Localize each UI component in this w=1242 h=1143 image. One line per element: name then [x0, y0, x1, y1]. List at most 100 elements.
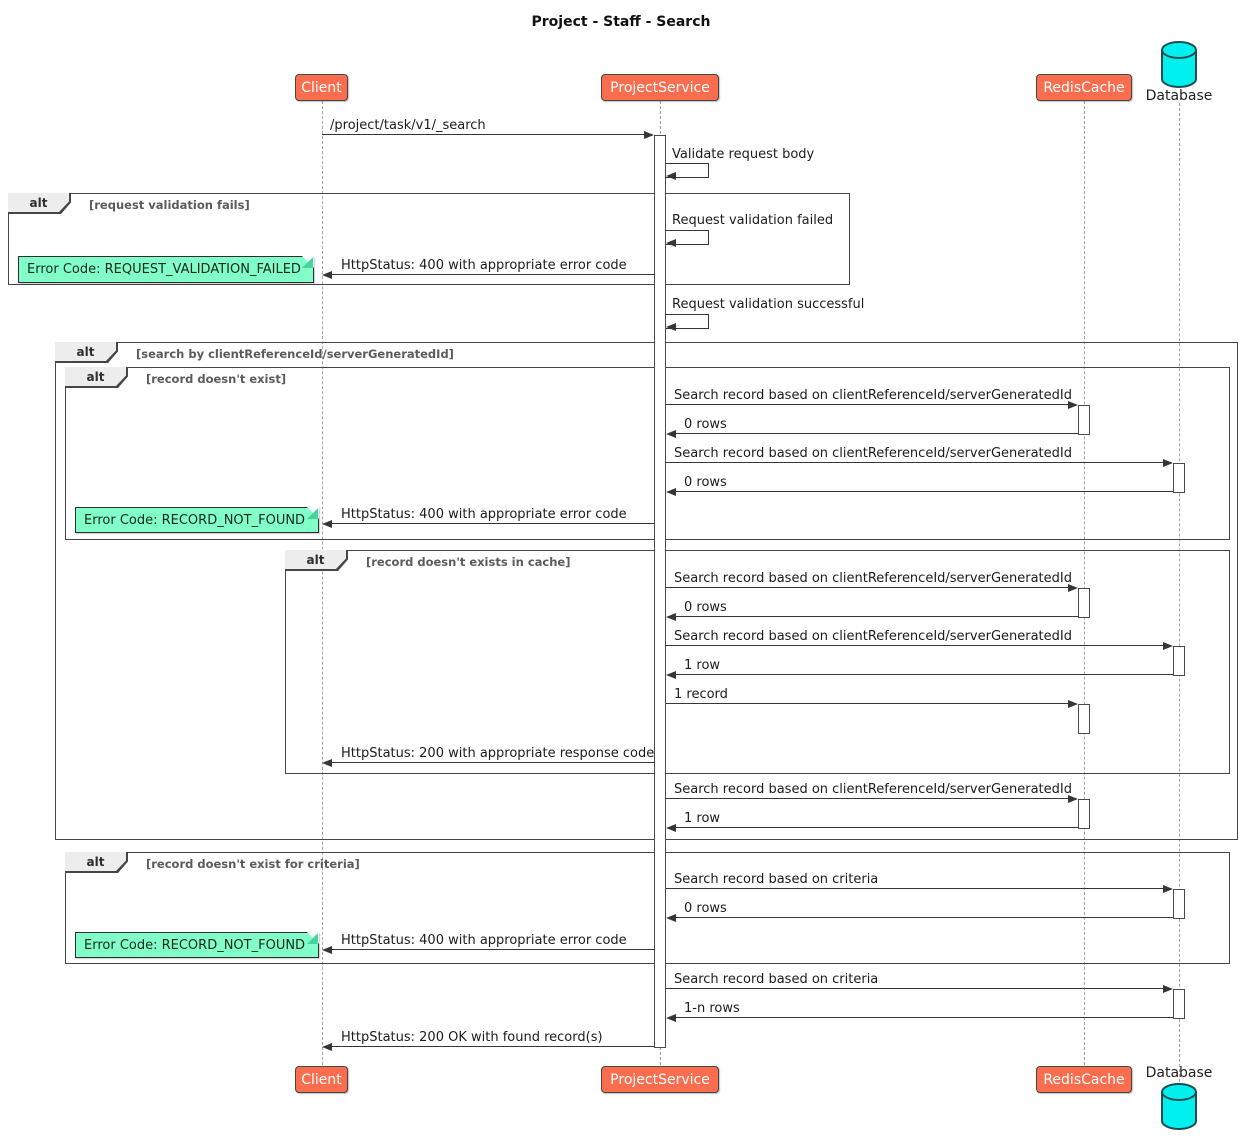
message-label: Search record based on criteria	[674, 972, 879, 987]
message-line	[676, 491, 1173, 492]
activation-projectservice	[654, 135, 666, 1048]
alt-frame-record-doesnt-exist: alt [record doesn't exist]	[65, 367, 1230, 540]
message-line	[332, 523, 654, 524]
alt-operator-label: alt	[8, 193, 69, 212]
message-line	[666, 703, 1068, 704]
alt-frame-request-validation-fails: alt [request validation fails]	[8, 193, 850, 285]
arrowhead-icon	[322, 946, 332, 954]
alt-condition: [record doesn't exist]	[146, 372, 287, 386]
arrowhead-icon	[322, 1043, 332, 1051]
message-line	[666, 888, 1163, 889]
note-record-not-found: Error Code: RECORD_NOT_FOUND	[75, 932, 319, 958]
arrowhead-icon	[666, 824, 676, 832]
message-label: 0 rows	[684, 475, 727, 490]
message-line	[676, 616, 1078, 617]
message-line	[666, 587, 1068, 588]
activation-rediscache	[1078, 588, 1090, 618]
message-line	[676, 674, 1173, 675]
arrowhead-icon	[1163, 885, 1173, 893]
arrowhead-icon	[1068, 700, 1078, 708]
message-line	[676, 1017, 1173, 1018]
note-request-validation-failed: Error Code: REQUEST_VALIDATION_FAILED	[18, 256, 314, 283]
participant-client-bottom: Client	[295, 1066, 348, 1093]
arrowhead-icon	[322, 759, 332, 767]
arrowhead-icon	[1068, 795, 1078, 803]
arrowhead-icon	[1163, 459, 1173, 467]
activation-database	[1173, 889, 1185, 919]
arrowhead-icon	[322, 271, 332, 279]
message-line	[332, 762, 654, 763]
message-line	[676, 433, 1078, 434]
lifeline-rediscache	[1084, 101, 1085, 1065]
message-label: HttpStatus: 200 with appropriate respons…	[341, 746, 655, 761]
message-label: Validate request body	[672, 147, 815, 162]
message-label: 1 row	[684, 658, 721, 673]
message-label: 0 rows	[684, 417, 727, 432]
message-label: HttpStatus: 400 with appropriate error c…	[341, 507, 627, 522]
participant-database-bottom-label: Database	[1145, 1065, 1213, 1081]
alt-condition: [search by clientReferenceId/serverGener…	[136, 347, 454, 361]
message-label: Search record based on clientReferenceId…	[674, 388, 1072, 403]
activation-rediscache	[1078, 799, 1090, 829]
message-label: 1-n rows	[684, 1001, 740, 1016]
alt-operator-tab: alt	[55, 342, 118, 363]
activation-database	[1173, 463, 1185, 493]
alt-operator-label: alt	[65, 367, 126, 386]
message-line	[332, 274, 654, 275]
message-label: Search record based on clientReferenceId…	[674, 446, 1072, 461]
arrowhead-icon	[666, 1014, 676, 1022]
activation-rediscache	[1078, 704, 1090, 734]
note-record-not-found: Error Code: RECORD_NOT_FOUND	[75, 507, 319, 533]
message-label: Search record based on clientReferenceId…	[674, 629, 1072, 644]
message-line	[332, 949, 654, 950]
alt-operator-tab: alt	[65, 367, 128, 388]
alt-frame-record-doesnt-exist-for-criteria: alt [record doesn't exist for criteria]	[65, 852, 1230, 964]
message-label: Request validation successful	[672, 297, 865, 312]
alt-operator-label: alt	[55, 342, 116, 361]
arrowhead-icon	[644, 131, 654, 139]
arrowhead-icon	[666, 430, 676, 438]
alt-operator-tab: alt	[65, 852, 128, 873]
alt-operator-tab: alt	[8, 193, 71, 214]
alt-operator-label: alt	[285, 550, 346, 569]
message-label: Request validation failed	[672, 213, 834, 228]
alt-condition: [request validation fails]	[89, 198, 250, 212]
diagram-title: Project - Staff - Search	[531, 14, 711, 30]
message-label: 0 rows	[684, 600, 727, 615]
message-label: HttpStatus: 400 with appropriate error c…	[341, 258, 627, 273]
arrowhead-icon	[322, 520, 332, 528]
alt-condition: [record doesn't exists in cache]	[366, 555, 571, 569]
arrowhead-icon	[666, 613, 676, 621]
message-label: 1 row	[684, 811, 721, 826]
message-line	[676, 827, 1078, 828]
lifeline-client	[322, 101, 323, 1065]
alt-operator-tab: alt	[285, 550, 348, 571]
self-message-loop	[666, 314, 709, 329]
database-icon	[1161, 1083, 1197, 1130]
alt-operator-label: alt	[65, 852, 126, 871]
participant-client-top: Client	[295, 74, 348, 101]
participant-projectservice-top: ProjectService	[601, 74, 719, 101]
self-message-loop	[666, 230, 709, 245]
participant-projectservice-bottom: ProjectService	[601, 1066, 719, 1093]
activation-database	[1173, 646, 1185, 676]
message-label: Search record based on criteria	[674, 872, 879, 887]
participant-rediscache-bottom: RedisCache	[1036, 1066, 1132, 1093]
message-line	[676, 917, 1173, 918]
alt-condition: [record doesn't exist for criteria]	[146, 857, 360, 871]
message-label: Search record based on clientReferenceId…	[674, 782, 1072, 797]
alt-frame-record-not-in-cache: alt [record doesn't exists in cache]	[285, 550, 1230, 774]
message-line	[666, 988, 1163, 989]
arrowhead-icon	[666, 914, 676, 922]
activation-database	[1173, 989, 1185, 1019]
message-line	[666, 798, 1068, 799]
arrowhead-icon	[666, 488, 676, 496]
database-icon	[1161, 41, 1197, 88]
arrowhead-icon	[1068, 584, 1078, 592]
message-line	[666, 404, 1068, 405]
arrowhead-icon	[666, 671, 676, 679]
arrowhead-icon	[1163, 985, 1173, 993]
message-label: 0 rows	[684, 901, 727, 916]
lifeline-database	[1179, 103, 1180, 1082]
